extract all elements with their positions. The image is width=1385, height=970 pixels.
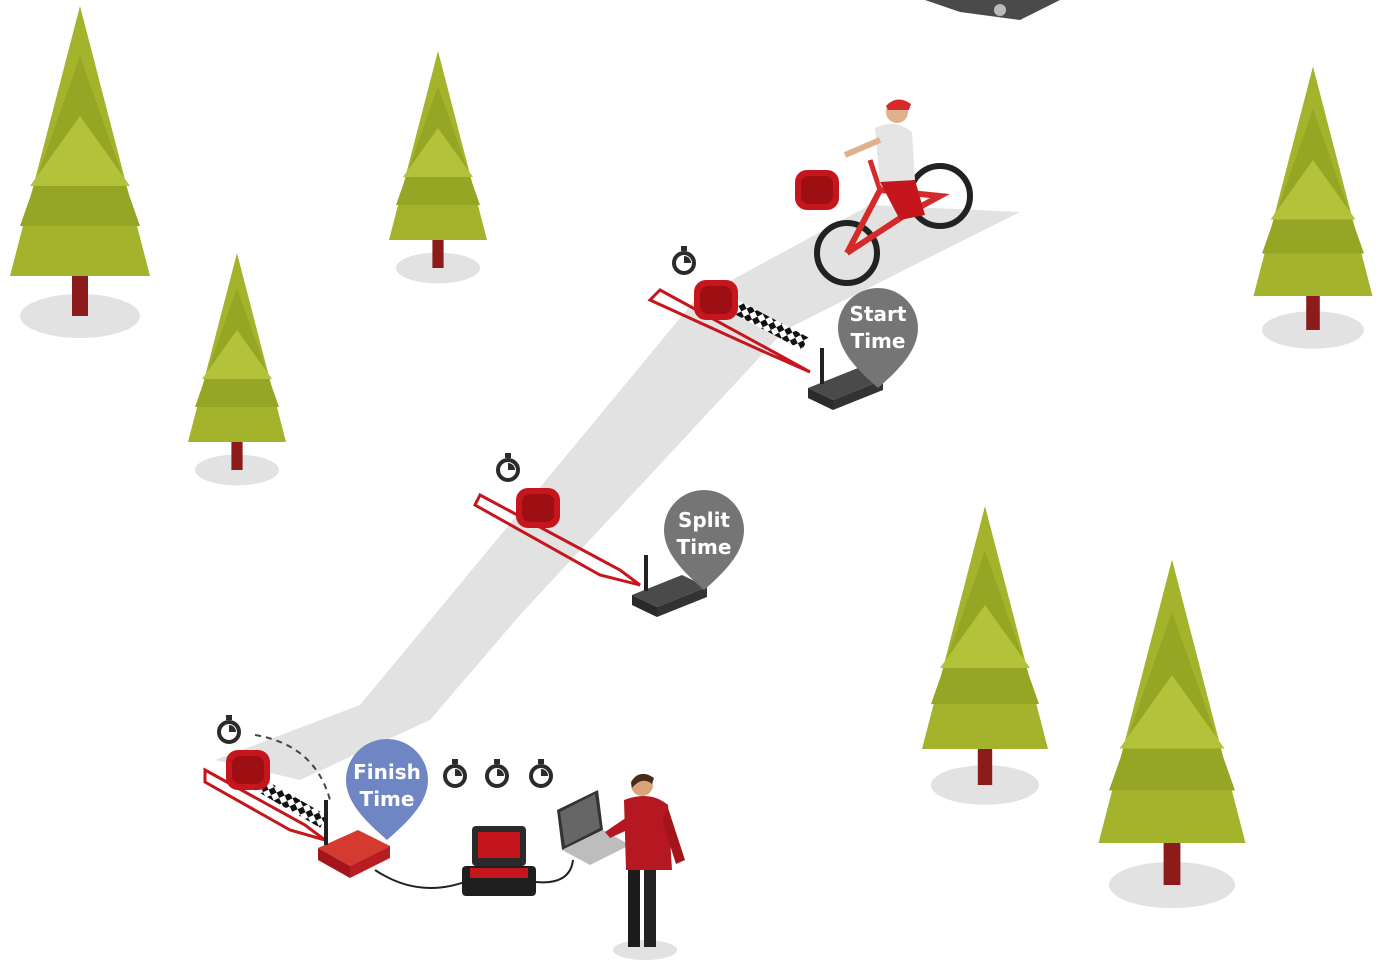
stopwatch-icon [219, 715, 239, 742]
tree-icon [389, 51, 487, 283]
tree-icon [922, 506, 1048, 805]
timing-case-icon [462, 826, 536, 896]
tree-icon [188, 253, 286, 485]
device-edge [925, 0, 1060, 20]
stopwatch-icon [531, 759, 551, 786]
finish-time-label-line1: Finish [353, 760, 421, 784]
finish-time-marker: Finish Time [346, 739, 428, 840]
stopwatch-icon [487, 759, 507, 786]
person-icon [605, 774, 685, 960]
split-time-label-line2: Time [677, 535, 732, 559]
stopwatch-icon [674, 246, 694, 273]
split-time-label-line1: Split [678, 508, 730, 532]
start-time-label-line1: Start [850, 302, 907, 326]
stopwatch-icon [498, 453, 518, 480]
tree-icon [1254, 67, 1373, 349]
finish-time-label-line2: Time [360, 787, 415, 811]
start-time-label-line2: Time [851, 329, 906, 353]
tree-icon [10, 6, 150, 338]
split-time-marker: Split Time [664, 490, 744, 590]
race-track [215, 205, 1020, 780]
stopwatch-icon [445, 759, 465, 786]
tree-icon [1099, 560, 1246, 909]
